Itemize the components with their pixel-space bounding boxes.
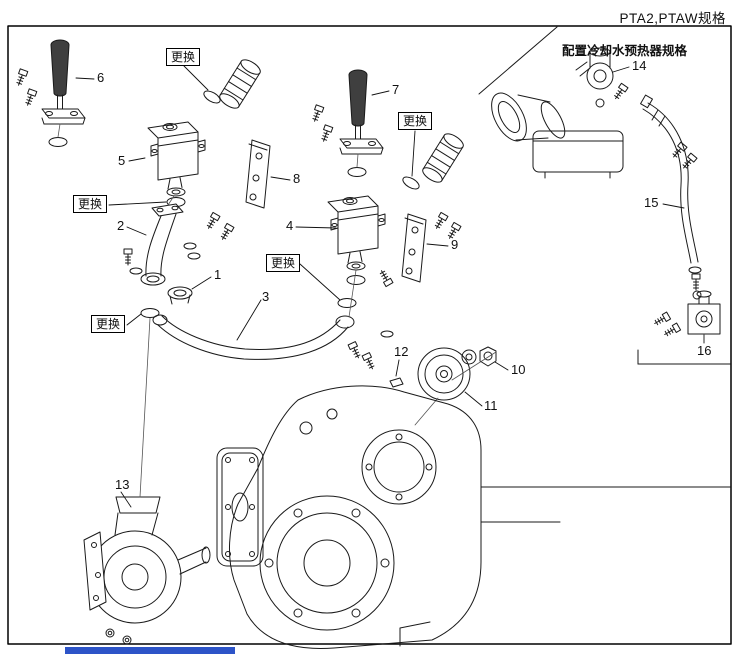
washer-icon <box>688 266 702 274</box>
bolt-icon <box>347 341 363 360</box>
washer-icon <box>187 252 201 260</box>
bolt-icon <box>377 268 394 288</box>
part-13-drawing <box>83 317 211 645</box>
bolt-icon <box>14 68 29 88</box>
callout-4: 4 <box>286 218 294 233</box>
callout-7: 7 <box>392 82 400 97</box>
part-7-drawing <box>310 69 384 177</box>
callout-9: 9 <box>451 237 459 252</box>
gasket-icon <box>337 298 357 308</box>
o-ring-icon <box>48 137 68 147</box>
part-4-drawing <box>327 195 394 318</box>
callout-8: 8 <box>293 171 301 186</box>
part-8-drawing <box>204 139 271 242</box>
replace-tag: 更换 <box>266 254 301 272</box>
replace-tag: 更换 <box>398 112 433 130</box>
spec-title: PTA2,PTAW规格 <box>619 11 726 26</box>
hose-coupler-drawing <box>201 56 264 112</box>
bolt-icon <box>319 124 334 144</box>
replace-tag: 更换 <box>73 195 108 213</box>
part-1-drawing <box>167 286 193 305</box>
replace-tag: 更换 <box>166 48 201 66</box>
callout-5: 5 <box>118 153 126 168</box>
heater-kit-drawing <box>491 47 721 339</box>
part-6-drawing <box>14 39 86 147</box>
bolt-icon <box>611 82 629 102</box>
leader-lines <box>75 65 705 508</box>
bolt-icon <box>218 222 235 242</box>
hose-coupler-drawing <box>400 130 467 192</box>
callout-13: 13 <box>115 477 130 492</box>
washer-icon <box>183 242 197 250</box>
part-10-drawing <box>461 346 497 367</box>
o-ring-icon <box>400 174 422 192</box>
bolt-icon <box>123 248 133 266</box>
callout-11: 11 <box>484 398 498 413</box>
part-2-drawing <box>123 195 201 286</box>
engine-block-drawing <box>216 385 731 649</box>
callout-10: 10 <box>511 362 526 377</box>
part-5-drawing <box>147 121 206 207</box>
callout-2: 2 <box>117 218 125 233</box>
diagram-border <box>7 25 732 645</box>
washer-icon <box>129 267 143 275</box>
bolt-icon <box>310 104 325 124</box>
bolt-icon <box>662 322 682 339</box>
callout-12: 12 <box>394 344 409 359</box>
bolt-icon <box>691 273 701 291</box>
bottom-blue-bar <box>65 647 235 654</box>
callout-16: 16 <box>697 343 712 358</box>
bolt-icon <box>652 311 672 328</box>
callout-3: 3 <box>262 289 270 304</box>
washer-icon <box>380 330 394 338</box>
part-12-drawing <box>389 377 404 388</box>
bolt-icon <box>361 352 377 371</box>
bolt-icon <box>23 88 38 108</box>
gasket-icon <box>346 275 366 285</box>
o-ring-icon <box>140 308 160 318</box>
callout-6: 6 <box>97 70 105 85</box>
bolt-icon <box>432 211 449 231</box>
bolt-icon <box>204 211 221 231</box>
heater-spec-title: 配置冷却水预热器规格 <box>562 44 688 58</box>
heater-region-boundary <box>478 26 731 365</box>
part-3-drawing <box>140 298 394 371</box>
callout-14: 14 <box>632 58 647 73</box>
part-11-drawing <box>414 347 497 426</box>
callout-15: 15 <box>644 195 659 210</box>
callout-1: 1 <box>214 267 222 282</box>
bolt-icon <box>680 152 698 172</box>
o-ring-icon <box>201 88 223 106</box>
replace-tag: 更换 <box>91 315 126 333</box>
o-ring-icon <box>347 167 367 177</box>
